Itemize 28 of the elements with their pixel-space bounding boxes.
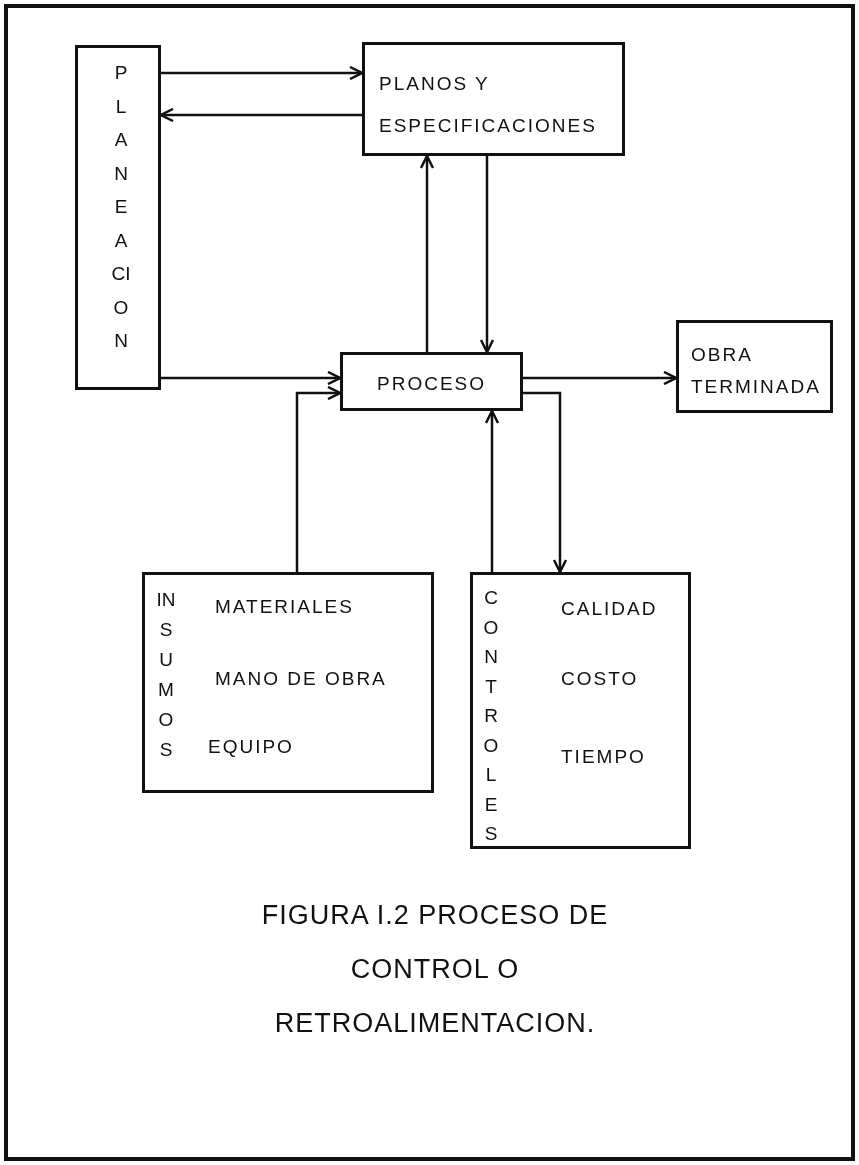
vertical-label: CONTROLES — [482, 586, 500, 846]
process-box — [676, 320, 833, 413]
process-box — [340, 352, 523, 411]
item-label: TIEMPO — [561, 745, 647, 769]
arrow — [161, 370, 342, 386]
node-label: PROCESO — [376, 372, 487, 396]
vertical-label: INSUMOS — [156, 588, 176, 762]
node-label: PLANOS Y ESPECIFICACIONES — [379, 72, 598, 138]
arrow — [295, 385, 342, 572]
item-label: MANO DE OBRA — [215, 667, 388, 691]
item-label: MATERIALES — [215, 595, 355, 619]
process-box — [362, 42, 625, 156]
node-label: OBRA TERMINADA — [691, 343, 822, 399]
item-label: COSTO — [561, 667, 640, 691]
arrow — [159, 107, 362, 123]
process-box — [470, 572, 691, 849]
arrow — [484, 409, 500, 572]
process-box — [142, 572, 434, 793]
figure-caption: FIGURA I.2 PROCESO DE CONTROL O RETROALIMENTACION. — [260, 899, 610, 1040]
item-label: CALIDAD — [561, 597, 659, 621]
vertical-label: PLANEACION — [111, 61, 131, 353]
arrow — [479, 156, 495, 354]
arrow — [523, 391, 568, 574]
item-label: EQUIPO — [208, 735, 295, 759]
arrow — [523, 370, 678, 386]
arrow — [419, 154, 435, 352]
arrow — [161, 65, 364, 81]
process-box — [75, 45, 161, 390]
